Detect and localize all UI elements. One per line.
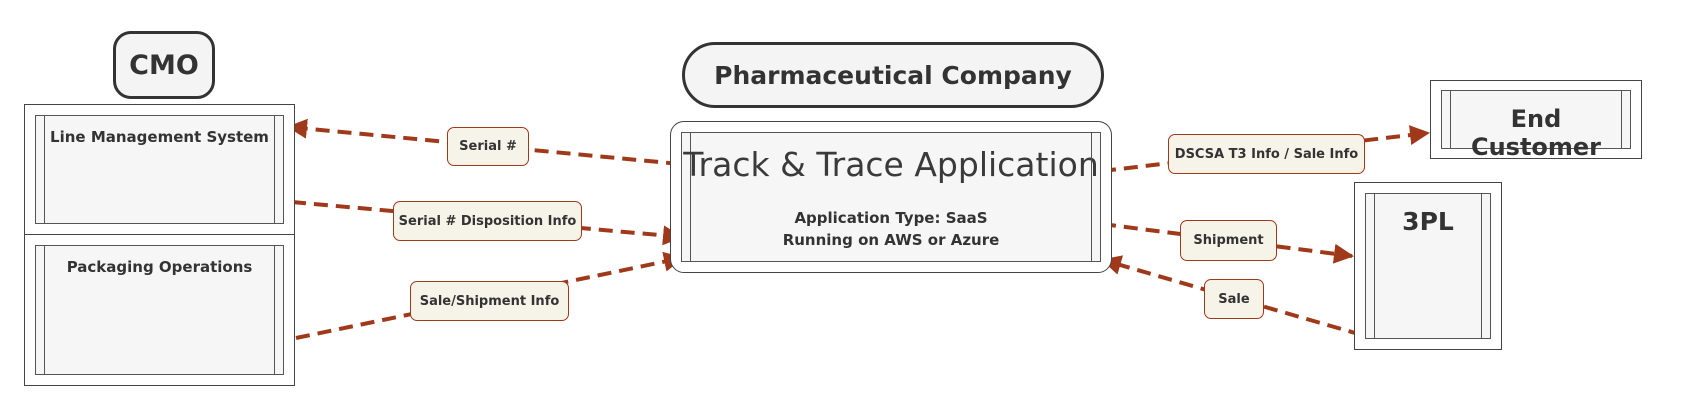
three-pl-box[interactable]: 3PL	[1354, 182, 1502, 350]
label-serial-disposition: Serial # Disposition Info	[393, 201, 582, 241]
packaging-label: Packaging Operations	[66, 258, 253, 276]
label-sale: Sale	[1204, 279, 1264, 319]
line-management-box[interactable]: Line Management System	[24, 104, 295, 235]
track-trace-title: Track & Trace Application	[683, 145, 1099, 184]
track-trace-box[interactable]: Track & Trace Application Application Ty…	[670, 121, 1112, 273]
label-dscsa: DSCSA T3 Info / Sale Info	[1168, 134, 1365, 174]
pharma-header: Pharmaceutical Company	[682, 42, 1104, 108]
cmo-header: CMO	[113, 31, 215, 99]
label-sale-shipment: Sale/Shipment Info	[410, 281, 569, 321]
track-trace-hosting: Running on AWS or Azure	[782, 231, 1000, 249]
track-trace-app-type: Application Type: SaaS	[794, 209, 988, 227]
packaging-box[interactable]: Packaging Operations	[24, 234, 295, 386]
line-management-label: Line Management System	[50, 128, 269, 146]
label-serial: Serial #	[447, 127, 529, 166]
end-customer-box[interactable]: End Customer	[1430, 80, 1642, 161]
pharma-header-label: Pharmaceutical Company	[714, 60, 1072, 90]
cmo-header-label: CMO	[129, 49, 199, 81]
end-customer-label: End Customer	[1470, 105, 1602, 161]
arrow-shipment	[1101, 222, 1354, 264]
three-pl-label: 3PL	[1402, 207, 1454, 236]
label-shipment: Shipment	[1180, 220, 1277, 261]
